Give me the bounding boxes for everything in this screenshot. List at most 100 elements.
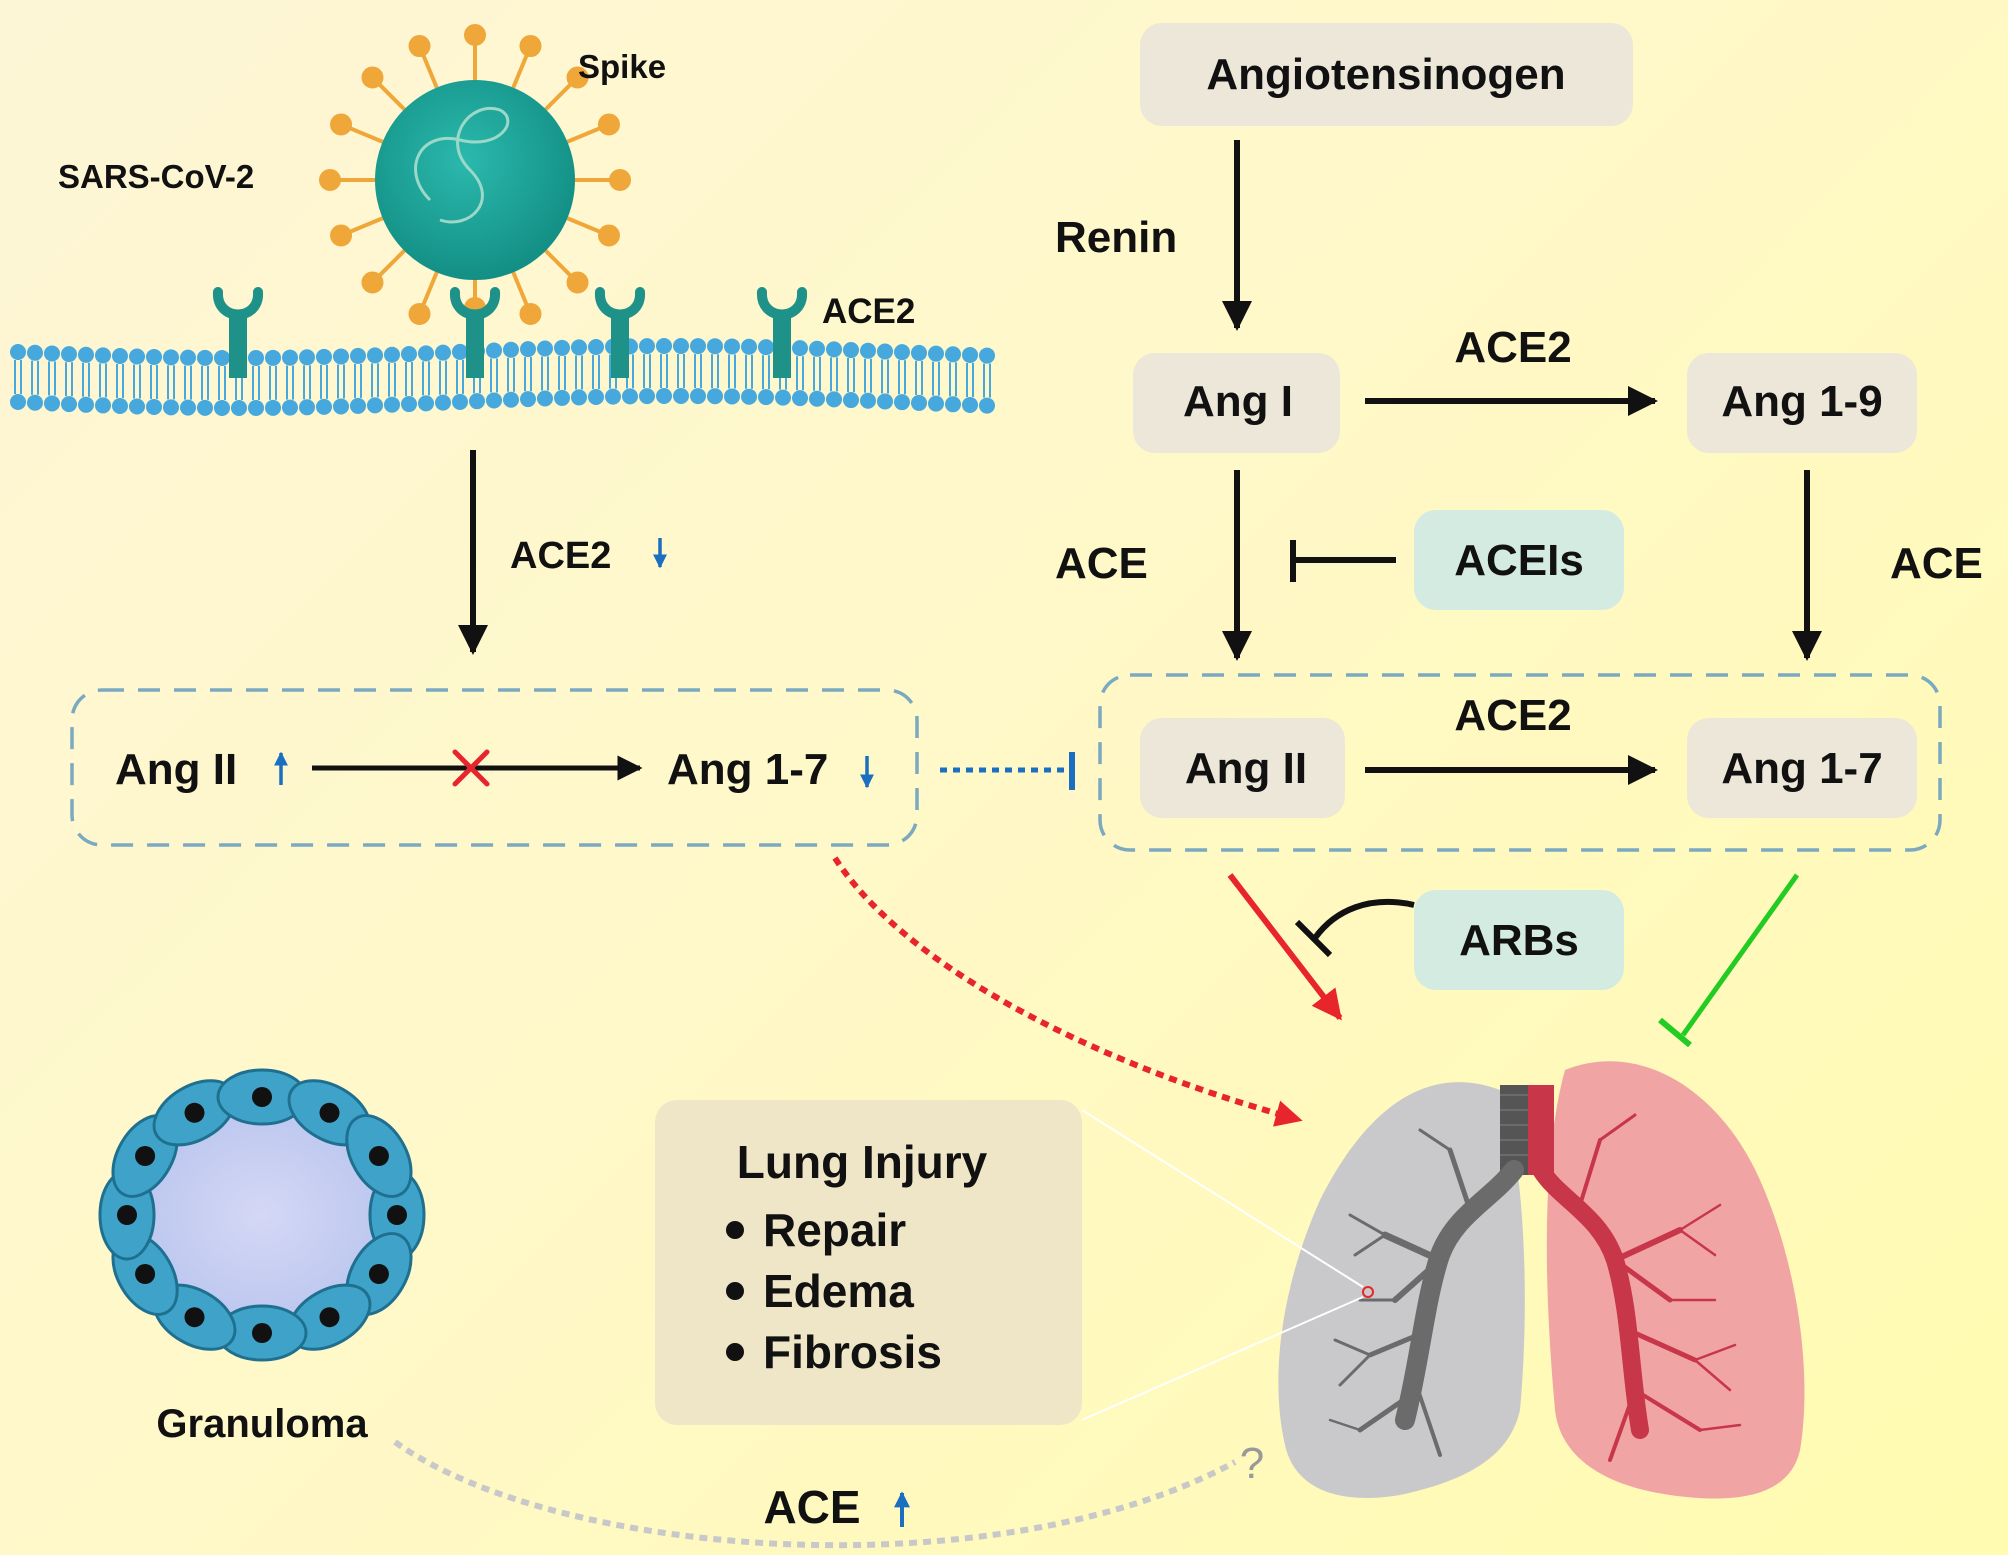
granuloma-label: Granuloma bbox=[156, 1402, 368, 1446]
lipid-head bbox=[435, 394, 451, 411]
lipid-head bbox=[10, 344, 26, 360]
lipid-head bbox=[894, 394, 910, 411]
lipid-head bbox=[809, 390, 825, 407]
spike-protein-icon bbox=[408, 302, 431, 325]
lipid-head bbox=[792, 340, 808, 357]
spike-protein-icon bbox=[566, 66, 589, 89]
lipid-head bbox=[350, 397, 366, 414]
lipid-head bbox=[61, 396, 77, 413]
lipid-head bbox=[945, 396, 961, 413]
lipid-head bbox=[367, 397, 383, 414]
callout-line-top bbox=[1081, 1109, 1364, 1288]
lipid-head bbox=[27, 344, 43, 361]
cell-nucleus bbox=[319, 1102, 340, 1123]
lipid-head bbox=[503, 391, 519, 408]
lipid-head bbox=[979, 347, 995, 364]
alveolus-marker bbox=[1362, 1286, 1374, 1298]
ace2-mid-label: ACE2 bbox=[1454, 691, 1571, 740]
question-mark: ? bbox=[1240, 1439, 1264, 1488]
lipid-head bbox=[741, 388, 757, 405]
list-item: Edema bbox=[763, 1265, 914, 1317]
arbs-inhibition-bar bbox=[1294, 919, 1333, 958]
lipid-head bbox=[962, 346, 978, 363]
lipid-head bbox=[384, 396, 400, 413]
lipid-head bbox=[758, 339, 774, 356]
cell-nucleus bbox=[252, 1323, 272, 1343]
ang17-left-label: Ang 1-7 bbox=[667, 745, 828, 794]
lipid-head bbox=[877, 343, 893, 360]
lipid-head bbox=[316, 398, 332, 415]
lipid-head bbox=[588, 388, 604, 405]
lungs-illustration bbox=[1278, 1061, 1805, 1499]
lung-injury-title: Lung Injury bbox=[737, 1136, 988, 1188]
lipid-head bbox=[265, 399, 281, 416]
ang19-label: Ang 1-9 bbox=[1721, 377, 1882, 426]
lipid-head bbox=[129, 398, 145, 415]
lipid-head bbox=[78, 396, 94, 413]
cell-nucleus bbox=[319, 1307, 340, 1328]
bullet-icon bbox=[726, 1343, 744, 1361]
lipid-head bbox=[282, 349, 298, 366]
cell-nucleus bbox=[387, 1205, 407, 1225]
lipid-head bbox=[860, 392, 876, 409]
ace-bottom-label: ACE bbox=[763, 1481, 860, 1533]
ace2-receptors bbox=[213, 287, 807, 378]
lipid-head bbox=[316, 348, 332, 365]
ang2-right-label: Ang II bbox=[1185, 744, 1307, 793]
spike-protein-icon bbox=[330, 113, 353, 136]
lipid-head bbox=[10, 394, 26, 410]
right-lung bbox=[1546, 1061, 1805, 1499]
lung-injury-box bbox=[655, 1100, 1082, 1425]
lipid-head bbox=[27, 394, 43, 411]
lipid-head bbox=[520, 391, 536, 408]
spike-protein-icon bbox=[319, 169, 341, 191]
lipid-head bbox=[758, 389, 774, 406]
ang2-right-box bbox=[1140, 718, 1345, 818]
lipid-head bbox=[486, 392, 502, 409]
bullet-icon bbox=[726, 1221, 744, 1239]
ace2-receptor-icon bbox=[450, 287, 500, 320]
red-x-icon bbox=[452, 749, 490, 787]
spike-protein-icon bbox=[408, 35, 431, 58]
dashed-box-left bbox=[70, 688, 919, 847]
lipid-head bbox=[554, 389, 570, 406]
rna-strand bbox=[414, 107, 510, 224]
lipid-head bbox=[826, 391, 842, 408]
spike-label: Spike bbox=[578, 48, 666, 85]
lipid-head bbox=[554, 339, 570, 356]
cell-membrane bbox=[10, 338, 995, 416]
lipid-head bbox=[775, 389, 791, 406]
lipid-head bbox=[707, 338, 723, 355]
lipid-head bbox=[95, 397, 111, 414]
lipid-head bbox=[129, 348, 145, 365]
lipid-head bbox=[639, 338, 655, 355]
lipid-head bbox=[911, 344, 927, 361]
spike-protein-icon bbox=[597, 224, 620, 247]
lipid-head bbox=[843, 392, 859, 409]
renin-label: Renin bbox=[1055, 213, 1177, 262]
lipid-head bbox=[860, 342, 876, 359]
virus-illustration bbox=[319, 24, 631, 325]
ang17-right-label: Ang 1-7 bbox=[1721, 744, 1882, 793]
list-item: Fibrosis bbox=[763, 1326, 942, 1378]
lipid-head bbox=[826, 341, 842, 358]
cell-nucleus bbox=[117, 1205, 137, 1225]
lipid-head bbox=[163, 399, 179, 416]
lipid-head bbox=[673, 388, 689, 405]
lipid-head bbox=[945, 346, 961, 363]
left-bronchi bbox=[1328, 1128, 1524, 1457]
virus-body bbox=[375, 80, 575, 280]
lipid-head bbox=[792, 390, 808, 407]
lipid-head bbox=[299, 399, 315, 416]
ang19-box bbox=[1687, 353, 1917, 453]
lipid-head bbox=[282, 399, 298, 416]
lipid-head bbox=[384, 346, 400, 363]
lipid-head bbox=[469, 393, 485, 410]
lipid-head bbox=[44, 395, 60, 412]
left-lung bbox=[1278, 1082, 1525, 1498]
lipid-head bbox=[112, 397, 128, 414]
lipid-head bbox=[367, 347, 383, 364]
cell-nucleus bbox=[184, 1307, 205, 1328]
spike-protein-icon bbox=[519, 302, 542, 325]
aceis-box bbox=[1414, 510, 1624, 610]
